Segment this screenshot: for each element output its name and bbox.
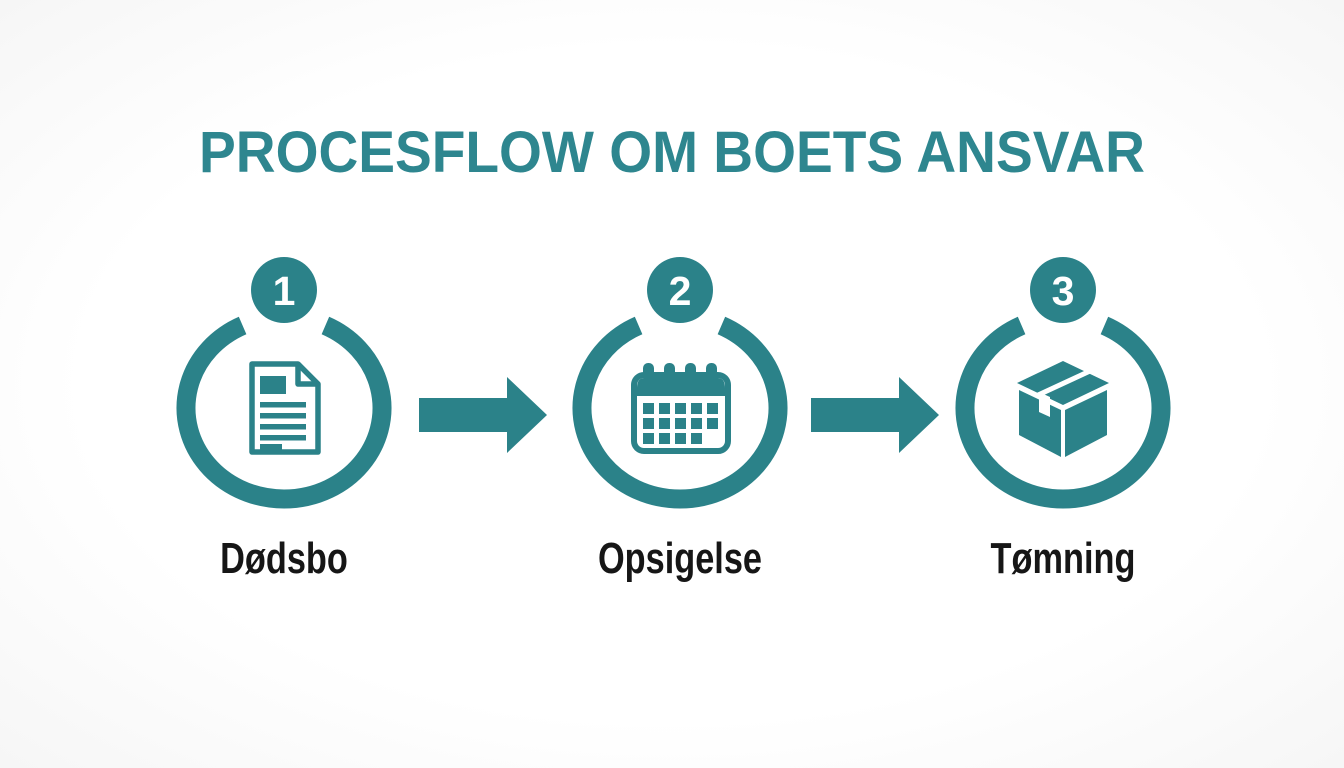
calendar-icon xyxy=(631,363,731,454)
step-3: 3 Tømning xyxy=(943,252,1183,620)
step-1: 1 Dødsbo xyxy=(164,252,404,620)
step-1-graphic: 1 xyxy=(176,257,392,509)
calendar-day-grid xyxy=(643,403,718,444)
step-number-badge xyxy=(251,257,317,323)
arrow-right-icon xyxy=(419,377,547,453)
step-label: Opsigelse xyxy=(597,534,763,583)
step-number-badge xyxy=(647,257,713,323)
step-number-badge xyxy=(1030,257,1096,323)
arrow-right-icon xyxy=(811,377,939,453)
document-icon xyxy=(249,361,321,455)
step-2-graphic: 2 xyxy=(572,257,788,509)
step-number: 3 xyxy=(1052,268,1075,314)
step-3-graphic: 3 xyxy=(955,257,1171,509)
ring-circle xyxy=(176,316,392,509)
step-label: Tømning xyxy=(990,534,1136,583)
ring-circle xyxy=(572,316,788,509)
step-number: 1 xyxy=(273,268,296,314)
step-number: 2 xyxy=(669,268,692,314)
page-title: PROCESFLOW OM BOETS ANSVAR xyxy=(199,120,1145,185)
step-label: Dødsbo xyxy=(220,534,348,583)
step-2: 2 xyxy=(560,252,800,620)
ring-circle xyxy=(955,316,1171,509)
box-icon xyxy=(1017,361,1109,457)
